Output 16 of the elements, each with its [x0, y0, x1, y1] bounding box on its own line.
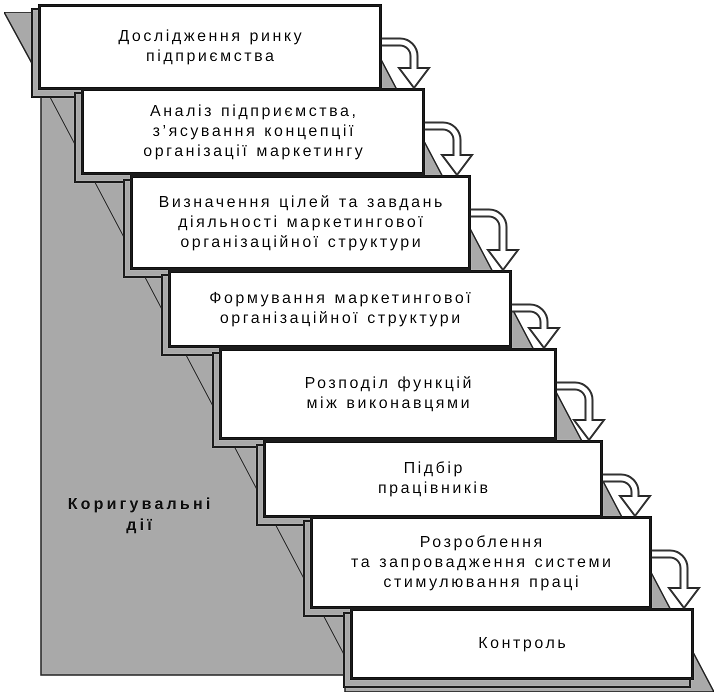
curved-block-arrow	[425, 122, 473, 176]
step-label: Контроль	[477, 634, 568, 654]
curved-block-arrow	[557, 382, 605, 441]
curved-block-arrow	[382, 38, 430, 89]
side-label: Коригувальні дії	[66, 495, 214, 536]
step-label: Визначення цілей та завдань діяльності маркетингової організаційної структури	[158, 192, 445, 252]
curved-block-arrow	[603, 474, 651, 517]
step-label: Розподіл функцій між виконавцями	[304, 374, 474, 414]
step-label: Дослідження ринку підприємства	[117, 27, 304, 67]
step-label: Аналіз підприємства, з’ясування концепції організації маркетингу	[142, 102, 366, 162]
curved-block-arrow	[652, 550, 700, 609]
curved-block-arrow	[512, 304, 560, 349]
step-label: Підбір працівників	[376, 459, 491, 499]
curved-block-arrow	[471, 208, 519, 271]
step-label: Формування маркетингової організаційної структури	[208, 289, 474, 329]
step-label: Розроблення та запровадження системи стимулювання праці	[350, 532, 614, 592]
